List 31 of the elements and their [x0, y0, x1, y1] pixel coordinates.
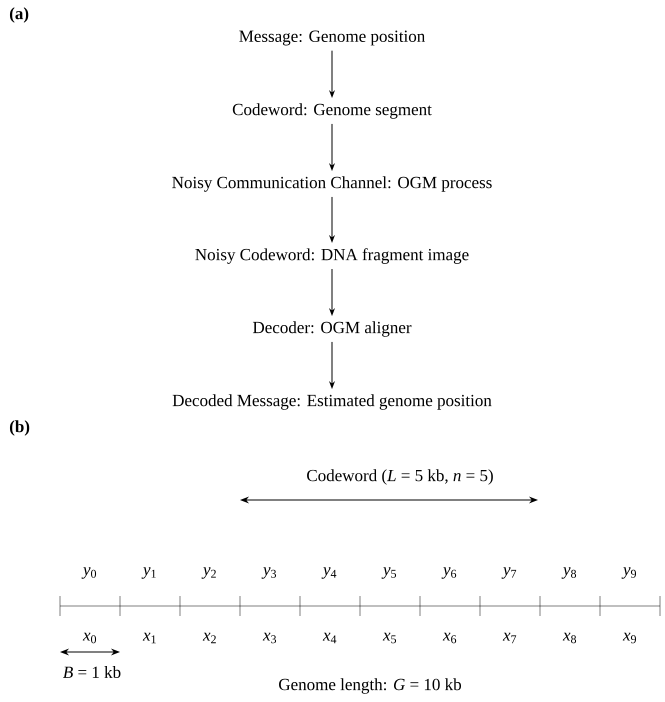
step-text: Decoder: OGM aligner [252, 321, 412, 337]
position-label: y$_{8}$ [562, 567, 576, 579]
position-label: y$_{6}$ [442, 567, 456, 579]
position-label: y$_{3}$ [262, 567, 276, 579]
position-label: x$_{9}$ [622, 632, 636, 644]
position-label: x$_{2}$ [202, 632, 216, 644]
position-label: y$_{4}$ [322, 567, 336, 579]
step-text: Noisy Communication Channel: OGM process [172, 176, 492, 192]
position-label: x$_{7}$ [502, 632, 516, 644]
position-label: x$_{4}$ [322, 632, 336, 644]
codeword-label: Codeword (L = 5 kb, n = 5) [307, 469, 493, 485]
panel-label: (b) [10, 420, 30, 436]
position-label: x$_{5}$ [382, 632, 396, 644]
panel-label: (a) [10, 7, 28, 23]
position-label: x$_{6}$ [442, 632, 456, 644]
step-text: Noisy Codeword: DNA fragment image [195, 248, 469, 264]
position-label: y$_{7}$ [502, 567, 516, 579]
step-text: Decoded Message: Estimated genome position [172, 394, 492, 410]
step-text: Message: Genome position [239, 30, 425, 46]
position-label: y$_{2}$ [202, 567, 216, 579]
position-label: x$_{3}$ [262, 632, 276, 644]
position-label: y$_{0}$ [82, 567, 96, 579]
genome-length-label: Genome length: G = 10 kb [279, 678, 461, 694]
position-label: x$_{1}$ [142, 632, 156, 644]
position-label: x$_{8}$ [562, 632, 576, 644]
position-label: y$_{5}$ [382, 567, 396, 579]
block-size-label: B = 1 kb [63, 666, 120, 678]
step-text: Codeword: Genome segment [232, 103, 432, 119]
position-label: y$_{9}$ [622, 567, 636, 579]
position-label: x$_{0}$ [82, 632, 96, 644]
position-label: y$_{1}$ [142, 567, 156, 579]
